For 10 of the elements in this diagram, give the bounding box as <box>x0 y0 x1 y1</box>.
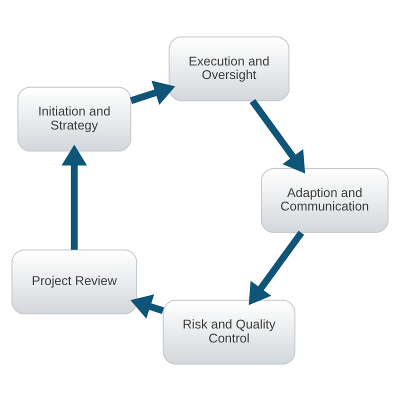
arrow <box>62 144 88 250</box>
node-box: Project Review <box>11 248 138 314</box>
arrow <box>250 98 306 173</box>
node-box: Adaption and Communication <box>260 168 389 232</box>
node-box: Risk and Quality Control <box>162 299 296 364</box>
node-box: Execution and Oversight <box>168 36 290 101</box>
arrow <box>130 80 176 104</box>
node-box: Initiation and Strategy <box>17 86 132 152</box>
arrow <box>248 230 304 305</box>
arrow <box>130 294 164 318</box>
